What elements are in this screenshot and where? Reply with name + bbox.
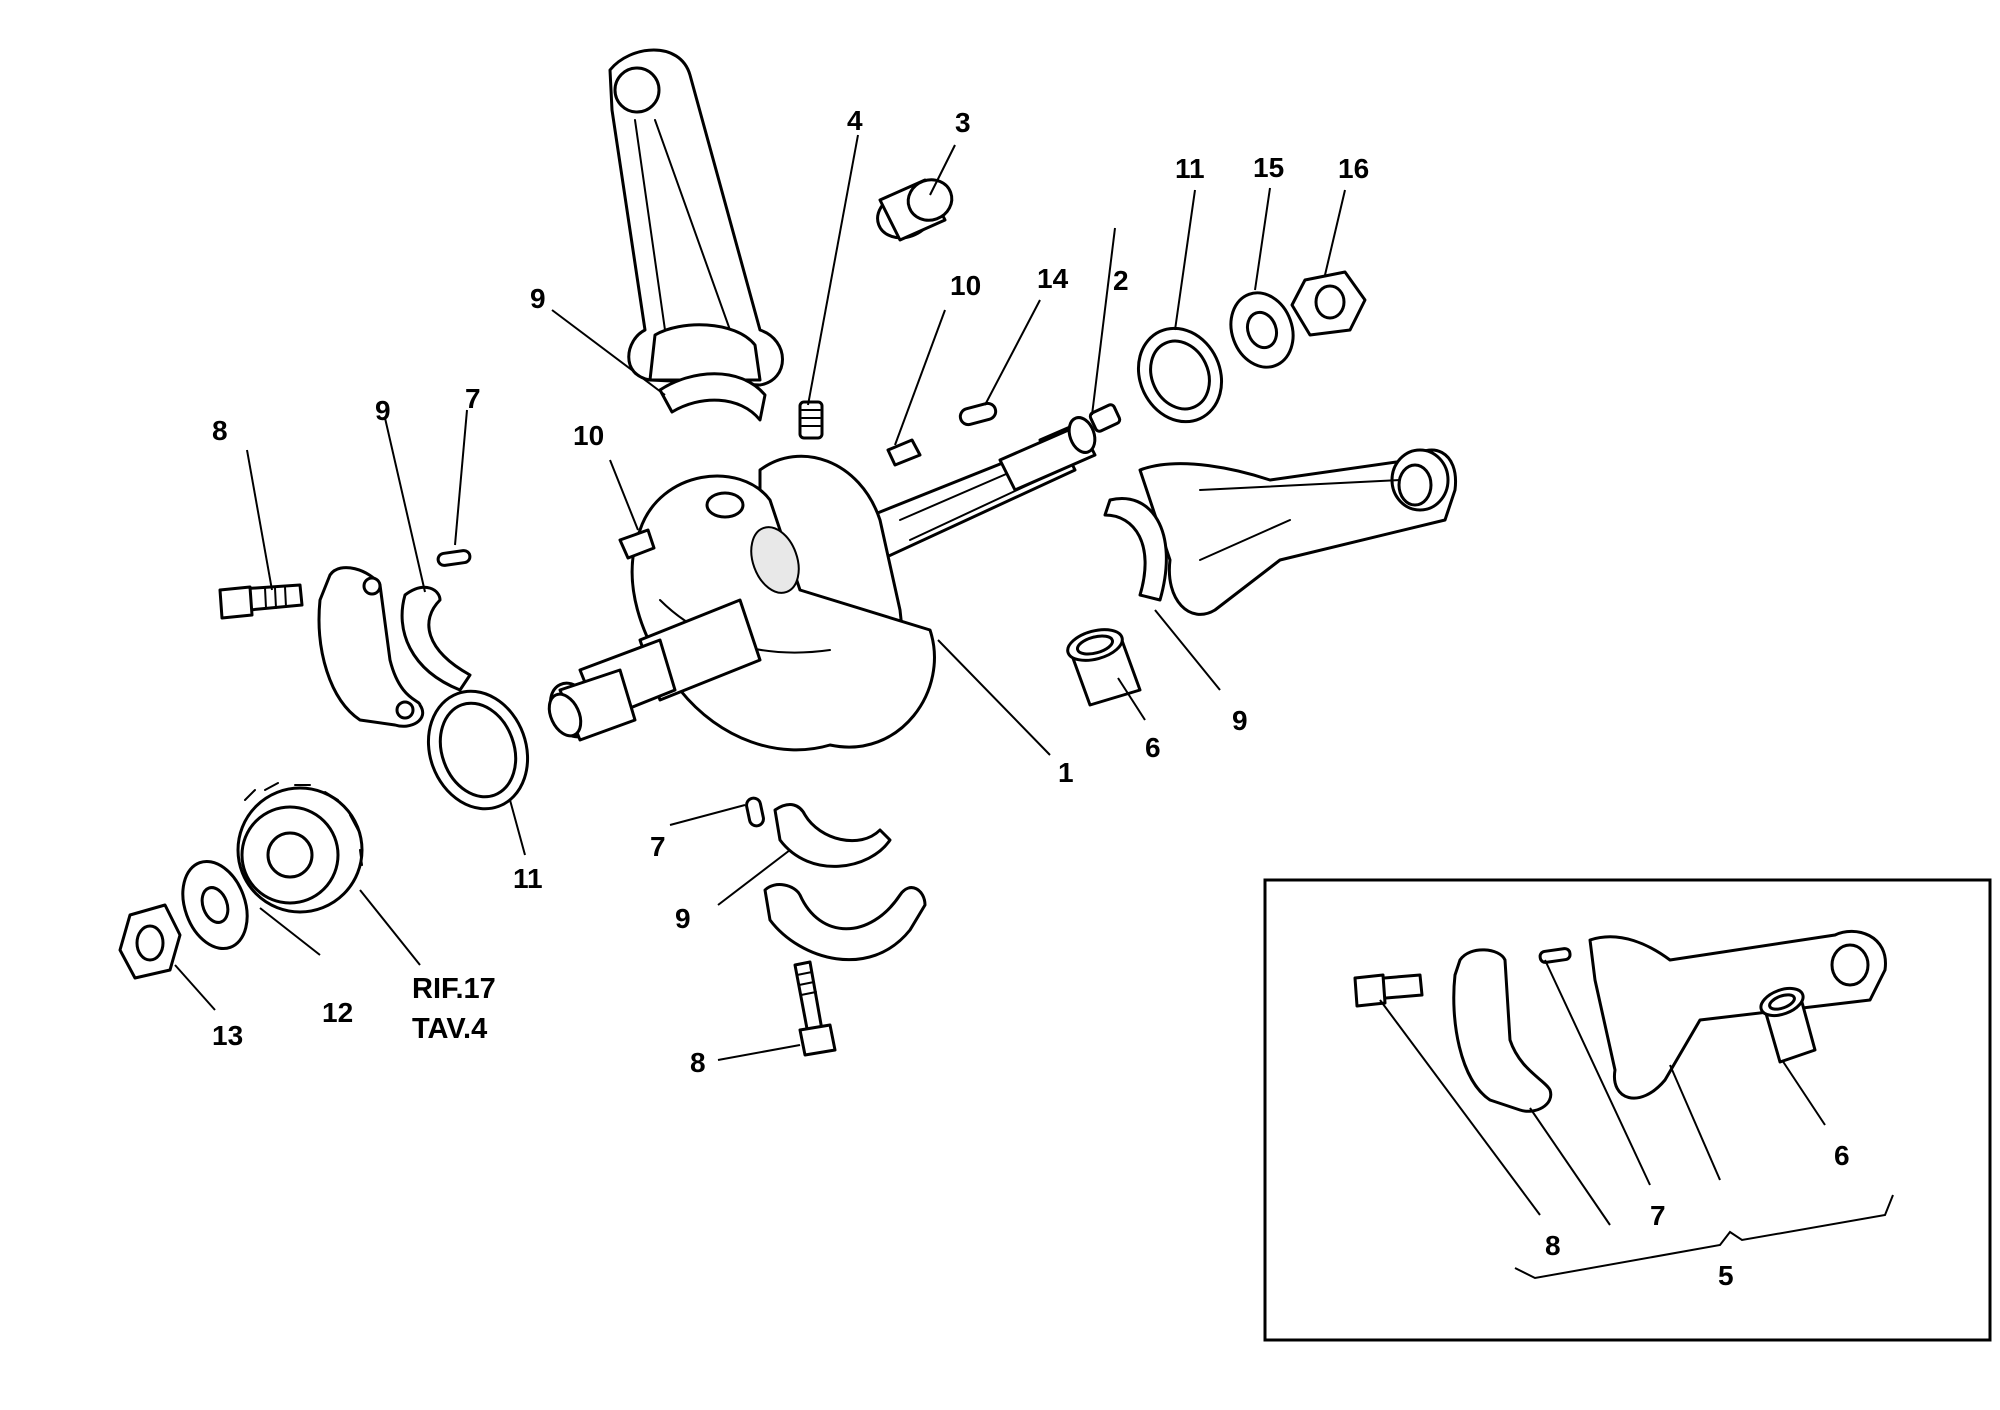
label-shell-top: 9 [530, 283, 546, 314]
label-kit-connecting-rod: 5 [1718, 1260, 1734, 1291]
key-top-part [886, 438, 922, 467]
nut-gear-part [118, 903, 182, 980]
label-bush-inset: 6 [1834, 1140, 1850, 1171]
bolt-left-part [218, 583, 304, 620]
label-bolt-inset: 8 [1545, 1230, 1561, 1261]
washer-right-part [1229, 291, 1295, 369]
label-shell-left: 9 [375, 395, 391, 426]
connecting-rod-right [1138, 448, 1458, 616]
label-seal-right: 11 [1175, 153, 1205, 184]
label-bolt-bottom: 8 [690, 1047, 706, 1078]
shell-top-part [658, 372, 767, 422]
crankshaft-part [547, 416, 1097, 752]
dowel-left-part [436, 549, 472, 567]
label-grub-screw-right: 2 [1113, 265, 1129, 296]
key-shaft-part [958, 401, 998, 427]
kit-bracket [1514, 1194, 1894, 1280]
label-seal-left: 11 [513, 863, 543, 894]
label-dowel-left: 7 [465, 383, 481, 414]
label-key-left: 10 [573, 420, 604, 451]
reference-line-2: TAV.4 [412, 1013, 487, 1045]
bolt-inset-part [1353, 973, 1424, 1008]
bush-inset-part [1759, 986, 1817, 1064]
label-key-shaft: 14 [1037, 263, 1069, 294]
bolt-bottom-part [793, 960, 837, 1057]
seal-right-part [1136, 326, 1224, 424]
label-crankshaft: 1 [1058, 757, 1074, 788]
shell-right-part [1103, 497, 1168, 602]
seal-left-part [426, 689, 530, 811]
label-dowel-bottom: 7 [650, 831, 666, 862]
label-plug: 3 [955, 107, 971, 138]
label-key-top: 10 [950, 270, 981, 301]
label-washer-gear: 12 [322, 997, 353, 1028]
shell-bottom-part [773, 803, 892, 868]
dowel-inset-part [1538, 947, 1572, 964]
key-left-part [618, 528, 656, 560]
label-shell-bottom: 9 [675, 903, 691, 934]
label-washer-right: 15 [1253, 152, 1284, 183]
bush-main-part [1066, 628, 1142, 707]
leader-lines [174, 134, 1826, 1226]
label-grub-screw-top: 4 [847, 105, 863, 136]
label-nut-gear: 13 [212, 1020, 243, 1051]
gear-part [236, 782, 364, 914]
plug-part [876, 178, 954, 242]
nut-right-part [1290, 270, 1367, 337]
inset-box [1263, 878, 1992, 1342]
label-bolt-left: 8 [212, 415, 228, 446]
grub-screw-right-part [1088, 403, 1122, 433]
dowel-bottom-part [745, 796, 765, 828]
bearing-cap-bottom-part [763, 883, 927, 962]
label-bush-main: 6 [1145, 732, 1161, 763]
label-nut-right: 16 [1338, 153, 1369, 184]
connecting-rod-top [608, 48, 784, 387]
shell-left-part [400, 585, 472, 692]
grub-screw-top-part [798, 400, 824, 440]
washer-gear-part [181, 859, 249, 951]
label-dowel-inset: 7 [1650, 1200, 1666, 1231]
bearing-cap-inset-part [1452, 948, 1553, 1113]
connecting-rod-inset-part [1588, 929, 1887, 1100]
label-shell-right: 9 [1232, 705, 1248, 736]
reference-line-1: RIF.17 [412, 973, 496, 1005]
